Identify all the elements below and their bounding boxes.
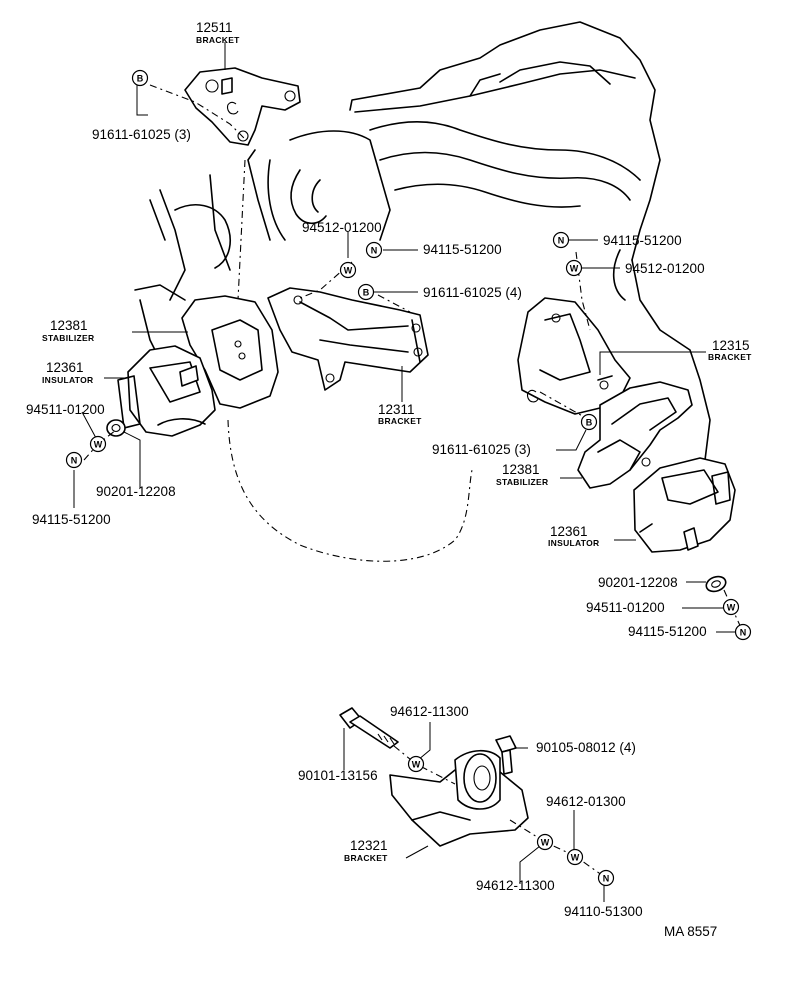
part-labels: 12511 BRACKET 91611-61025 (3) 94512-0120… (26, 20, 752, 939)
washer-symbol-w5: W (407, 755, 425, 773)
label-12511-sub: BRACKET (196, 35, 240, 45)
svg-text:W: W (94, 440, 103, 450)
washer-symbol-w2: W (565, 259, 583, 277)
label-90201-b: 90201-12208 (598, 575, 678, 590)
bracket-12311 (267, 287, 429, 391)
label-12315: 12315 (712, 338, 750, 353)
svg-text:N: N (558, 236, 565, 246)
label-94115-d: 94115-51200 (628, 624, 707, 639)
label-12315-sub: BRACKET (708, 352, 752, 362)
svg-text:W: W (541, 838, 550, 848)
svg-text:B: B (363, 288, 370, 298)
nut-symbol-n1: N (365, 241, 383, 259)
long-bolt-90101 (339, 707, 399, 749)
label-94612-b: 94612-01300 (546, 794, 626, 809)
label-90201-a: 90201-12208 (96, 484, 176, 499)
washer-90201-right (705, 575, 727, 593)
label-91611-b: 91611-61025 (4) (423, 285, 522, 300)
label-12311-sub: BRACKET (378, 416, 422, 426)
svg-text:W: W (571, 853, 580, 863)
label-91611-a: 91611-61025 (3) (92, 127, 191, 142)
nut-symbol-n4: N (734, 623, 752, 641)
label-12381-a: 12381 (50, 318, 88, 333)
washer-symbol-w7: W (566, 848, 584, 866)
engine-block (134, 21, 711, 562)
svg-text:W: W (727, 603, 736, 613)
label-90105: 90105-08012 (4) (536, 740, 636, 755)
svg-text:B: B (586, 418, 593, 428)
label-94115-a: 94115-51200 (423, 242, 502, 257)
label-94512-a: 94512-01200 (302, 220, 382, 235)
bracket-12511 (184, 67, 301, 146)
label-12381-b: 12381 (502, 462, 540, 477)
label-94512-b: 94512-01200 (625, 261, 705, 276)
label-12381-a-sub: STABILIZER (42, 333, 94, 343)
washer-90201-left (106, 419, 126, 437)
label-12361-b: 12361 (550, 524, 588, 539)
label-94612-c: 94612-11300 (476, 878, 555, 893)
label-12511: 12511 (196, 20, 233, 35)
label-12361-a: 12361 (46, 360, 84, 375)
label-12381-b-sub: STABILIZER (496, 477, 548, 487)
washer-symbol-w6: W (536, 833, 554, 851)
bracket-12321 (389, 749, 529, 847)
nut-symbol-n2: N (552, 231, 570, 249)
washer-symbol-w4: W (722, 598, 740, 616)
label-94612-a: 94612-11300 (390, 704, 469, 719)
label-94110: 94110-51300 (564, 904, 643, 919)
insulator-12361-right (633, 457, 736, 553)
svg-text:W: W (412, 760, 421, 770)
svg-text:N: N (371, 246, 378, 256)
leader-lines (73, 42, 736, 902)
nut-symbol-n3: N (65, 451, 83, 469)
label-94511-b: 94511-01200 (586, 600, 665, 615)
washer-symbol-w1: W (339, 261, 357, 279)
svg-text:W: W (344, 266, 353, 276)
nut-symbol-n5: N (597, 869, 615, 887)
reference-code: MA 8557 (664, 924, 717, 939)
label-12361-b-sub: INSULATOR (548, 538, 600, 548)
svg-text:N: N (603, 874, 610, 884)
bolt-symbol-b1: B (131, 69, 149, 87)
svg-text:B: B (137, 74, 144, 84)
label-12361-a-sub: INSULATOR (42, 375, 94, 385)
label-94115-b: 94115-51200 (603, 233, 682, 248)
washer-symbol-w3: W (89, 435, 107, 453)
bolt-symbol-b2: B (357, 283, 375, 301)
svg-text:W: W (570, 264, 579, 274)
label-12321: 12321 (350, 838, 388, 853)
label-94115-c: 94115-51200 (32, 512, 111, 527)
insulator-12361-left (117, 345, 216, 437)
bolt-symbol-b3: B (580, 413, 598, 431)
stabilizer-12381-right (577, 381, 693, 489)
label-91611-c: 91611-61025 (3) (432, 442, 531, 457)
label-94511-a: 94511-01200 (26, 402, 105, 417)
label-12321-sub: BRACKET (344, 853, 388, 863)
svg-text:N: N (71, 456, 78, 466)
label-90101: 90101-13156 (298, 768, 378, 783)
bracket-12315 (517, 297, 631, 415)
svg-text:N: N (740, 628, 747, 638)
label-12311: 12311 (378, 402, 415, 417)
